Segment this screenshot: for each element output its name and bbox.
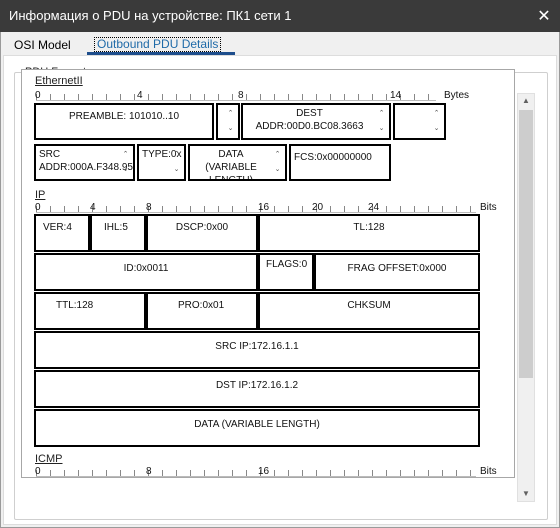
ethernet-preamble-value: PREAMBLE: 101010..10 [68,111,180,122]
ip-tick-16: 16 [258,202,270,213]
chevron-up-icon: ⌃ [122,150,129,158]
ip-flags-field[interactable]: FLAGS:0 [258,253,314,291]
ip-dscp-value: DSCP:0x00 [175,222,229,233]
ethernet-unit-label: Bytes [444,90,470,101]
ip-unit-label: Bits [480,202,497,213]
ip-src-value: SRC IP:172.16.1.1 [215,341,299,352]
ethernet-src-field[interactable]: SRC ADDR:000A.F348.954A ⌃ ⌄ [34,144,135,181]
ethernet-src-value: SRC ADDR:000A.F348.954A [39,149,135,173]
ethernet-section-title: EthernetII [35,75,83,87]
ip-pro-value: PRO:0x01 [178,300,225,311]
ethernet-data-value: DATA (VARIABLE LENGTH) [205,149,257,181]
ip-tl-field[interactable]: TL:128 [258,214,480,252]
ip-ver-field[interactable]: VER:4 [34,214,90,252]
ethernet-type-value: TYPE:0x [142,149,182,160]
ethernet-type-field[interactable]: TYPE:0x ⌃ ⌄ [137,144,186,181]
icmp-tick-0: 0 [35,466,41,477]
ip-tick-24: 24 [368,202,380,213]
ip-ruler [36,206,476,213]
scroll-down-icon[interactable]: ▼ [522,489,530,498]
icmp-unit-label: Bits [480,466,497,477]
ip-id-value: ID:0x0011 [123,263,169,274]
ip-dst-value: DST IP:172.16.1.2 [215,380,299,391]
ip-section-title: IP [35,189,46,201]
icmp-section-title: ICMP [35,453,63,465]
chevron-down-icon: ⌄ [122,166,129,174]
ip-data-value: DATA (VARIABLE LENGTH) [194,419,320,430]
ip-tick-8: 8 [146,202,152,213]
close-icon: ✕ [537,8,551,25]
ethernet-preamble-field[interactable]: PREAMBLE: 101010..10 [34,103,214,140]
icmp-tick-8: 8 [146,466,152,477]
ip-tl-value: TL:128 [353,222,385,233]
ip-ttl-value: TTL:128 [56,300,94,311]
chevron-down-icon: ⌄ [173,166,180,174]
ip-chksum-field[interactable]: CHKSUM [258,292,480,330]
active-tab-indicator [87,52,235,55]
ethernet-data-field[interactable]: DATA (VARIABLE LENGTH) ⌃ ⌄ [188,144,287,181]
ip-frag-offset-value: FRAG OFFSET:0x000 [347,263,447,274]
chevron-up-icon: ⌃ [378,109,385,117]
ethernet-dest-continuation-field[interactable]: ⌃⌄ [393,103,446,140]
ip-dscp-field[interactable]: DSCP:0x00 [146,214,258,252]
ethernet-tick-8: 8 [238,90,244,101]
ip-ihl-value: IHL:5 [104,222,128,233]
icmp-ruler [36,470,476,477]
ip-dst-field[interactable]: DST IP:172.16.1.2 [34,370,480,408]
scroll-up-icon[interactable]: ▲ [522,96,530,105]
ip-tick-4: 4 [90,202,96,213]
ip-tick-20: 20 [312,202,324,213]
ethernet-dest-field[interactable]: DEST ADDR:00D0.BC08.3663 ⌃ ⌄ [241,103,391,140]
ethernet-dest-value: DEST ADDR:00D0.BC08.3663 [255,108,364,132]
ip-pro-field[interactable]: PRO:0x01 [146,292,258,330]
icmp-tick-16: 16 [258,466,270,477]
chevron-down-icon: ⌄ [378,125,385,133]
ethernet-tick-4: 4 [137,90,143,101]
preamble-spinner[interactable]: ⌃⌄ [216,103,240,140]
ip-id-field[interactable]: ID:0x0011 [34,253,258,291]
ethernet-tick-0: 0 [35,90,41,101]
ethernet-fcs-value: FCS:0x00000000 [294,152,372,163]
close-button[interactable]: ✕ [528,0,560,32]
chevron-down-icon: ⌄ [433,125,440,133]
ip-ttl-field[interactable]: TTL:128 [34,292,146,330]
tab-osi-model[interactable]: OSI Model [14,38,71,52]
chevron-up-icon: ⌃ [433,109,440,117]
chevron-down-icon: ⌄ [227,125,234,133]
ip-ihl-field[interactable]: IHL:5 [90,214,146,252]
ethernet-ruler [36,94,436,101]
chevron-up-icon: ⌃ [173,150,180,158]
ip-ver-value: VER:4 [43,222,72,233]
ip-data-field[interactable]: DATA (VARIABLE LENGTH) [34,409,480,447]
pdu-viewport[interactable]: EthernetII 0 4 8 14 Bytes PREAMBLE: 1010… [21,69,515,478]
chevron-up-icon: ⌃ [227,109,234,117]
ip-frag-offset-field[interactable]: FRAG OFFSET:0x000 [314,253,480,291]
ethernet-fcs-field[interactable]: FCS:0x00000000 [289,144,391,181]
chevron-down-icon: ⌄ [274,166,281,174]
ip-src-field[interactable]: SRC IP:172.16.1.1 [34,331,480,369]
window-title: Информация о PDU на устройстве: ПК1 сети… [9,8,292,23]
window-titlebar: Информация о PDU на устройстве: ПК1 сети… [0,0,560,32]
vertical-scrollbar[interactable]: ▲ ▼ [517,93,535,502]
ip-tick-0: 0 [35,202,41,213]
tab-outbound-pdu-details[interactable]: Outbound PDU Details [94,37,222,52]
ethernet-tick-14: 14 [390,90,402,101]
chevron-up-icon: ⌃ [274,150,281,158]
window-body: OSI Model Outbound PDU Details PDU Forma… [0,32,560,528]
ip-flags-value: FLAGS:0 [266,259,308,270]
scroll-thumb[interactable] [519,110,533,378]
ip-chksum-value: CHKSUM [347,300,391,311]
